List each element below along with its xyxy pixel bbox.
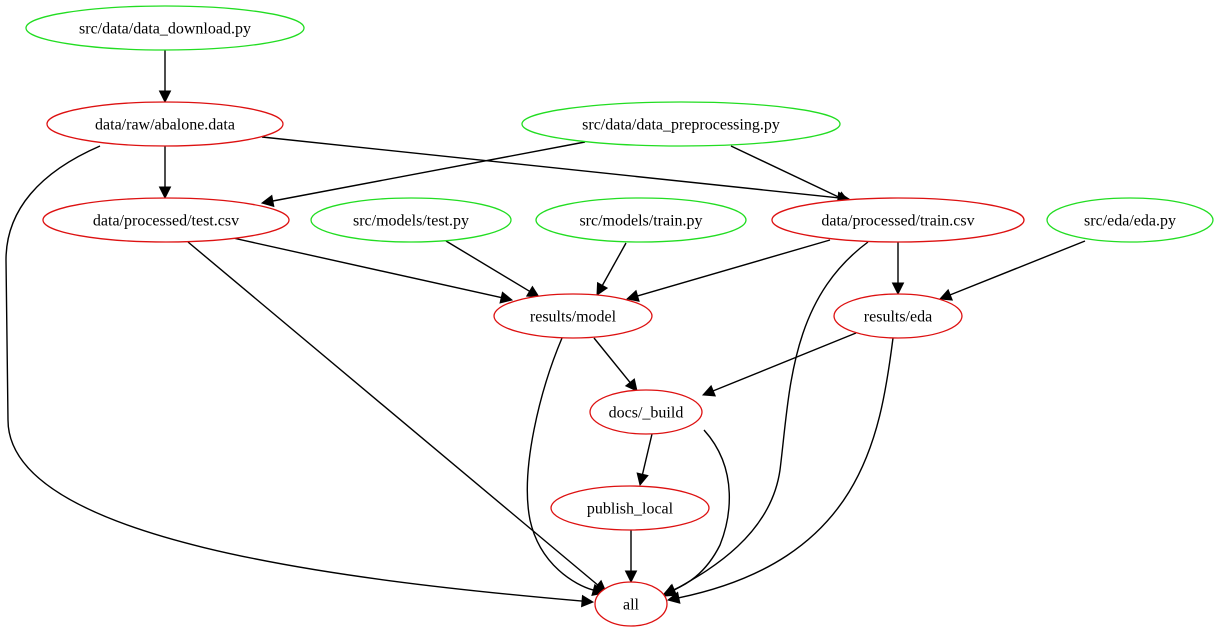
edge-test_csv-to-results_model [232,237,514,304]
edge-arrowhead [158,90,172,104]
node-label: data/raw/abalone.data [95,117,235,134]
edge-arrowhead [499,291,514,304]
node-train-py: src/models/train.py [535,197,747,243]
edge-abalone_data-to-test_csv [158,146,172,200]
edge-line [5,145,583,602]
node-ellipse [42,197,290,243]
edge-line [730,145,840,198]
node-ellipse [310,197,512,243]
edge-line [949,240,1086,296]
edge-arrowhead [891,282,905,296]
node-test-py: src/models/test.py [310,197,512,243]
edge-results_model-to-all [526,337,606,597]
edge-line [712,332,857,392]
edge-line [637,239,831,297]
node-label: src/eda/eda.py [1084,213,1176,230]
node-label: data/processed/train.csv [821,213,974,230]
node-label: src/data/data_preprocessing.py [582,117,780,134]
node-docs-build: docs/_build [589,389,703,435]
node-ellipse [771,197,1025,243]
node-ellipse [493,293,653,339]
edge-download_py-to-abalone_data [158,50,172,104]
node-download-py: src/data/data_download.py [25,5,305,51]
edge-arrowhead [596,281,609,296]
node-ellipse [594,581,668,627]
edge-results_model-to-docs_build [593,337,638,392]
edge-arrowhead [260,194,275,208]
node-label: results/model [530,309,617,326]
edge-line [678,337,894,599]
node-ellipse [589,389,703,435]
edge-results_eda-to-docs_build [701,332,857,397]
node-label: results/eda [864,309,932,326]
node-preprocessing-py: src/data/data_preprocessing.py [521,101,841,147]
node-abalone-data: data/raw/abalone.data [46,101,284,147]
edge-docs_build-to-all [662,429,730,596]
node-label: all [623,597,640,614]
edge-line [526,337,594,591]
edge-test_csv-to-all [187,241,607,593]
edge-line [272,141,586,202]
node-label: data/processed/test.csv [93,213,239,230]
node-ellipse [25,5,305,51]
edge-line [601,242,627,286]
edge-line [673,429,730,591]
edge-arrowhead [701,384,717,397]
edge-arrowhead [624,570,638,584]
edge-docs_build-to-publish_local [636,433,653,487]
edge-abalone_data-to-all [5,145,595,608]
node-test-csv: data/processed/test.csv [42,197,290,243]
node-ellipse [535,197,747,243]
edge-line [232,237,502,299]
edge-arrowhead [636,472,649,487]
node-ellipse [46,101,284,147]
node-label: src/models/test.py [353,213,469,230]
edge-line [593,337,631,383]
edge-arrowhead [625,289,640,302]
node-ellipse [833,293,963,339]
edge-arrowhead [581,594,595,608]
edge-preprocessing_py-to-test_csv [260,141,586,208]
edge-arrowhead [662,583,678,596]
node-label: docs/_build [609,405,684,422]
node-ellipse [1046,197,1214,243]
edge-line [261,136,839,199]
node-eda-py: src/eda/eda.py [1046,197,1214,243]
edge-arrowhead [624,378,638,392]
edge-train_py-to-results_model [596,242,627,296]
edge-train_csv-to-results_eda [891,242,905,296]
node-ellipse [550,485,710,531]
edges-layer [5,50,1086,608]
edge-line [187,241,599,586]
edge-eda_py-to-results_eda [938,240,1086,301]
edge-line [445,240,530,292]
node-publish-local: publish_local [550,485,710,531]
node-label: src/models/train.py [579,213,702,230]
edge-line [673,241,869,592]
edge-arrowhead [938,288,954,301]
node-label: publish_local [587,501,674,518]
edge-publish_local-to-all [624,530,638,584]
node-all: all [594,581,668,627]
edge-preprocessing_py-to-train_csv [730,145,851,203]
node-ellipse [521,101,841,147]
edge-arrowhead [158,186,172,200]
node-results-model: results/model [493,293,653,339]
node-label: src/data/data_download.py [79,21,251,38]
nodes-layer: src/data/data_download.py data/raw/abalon… [25,5,1214,627]
edge-arrowhead [525,285,540,298]
node-train-csv: data/processed/train.csv [771,197,1025,243]
node-results-eda: results/eda [833,293,963,339]
edge-train_csv-to-results_model [625,239,831,302]
edge-line [641,433,653,475]
